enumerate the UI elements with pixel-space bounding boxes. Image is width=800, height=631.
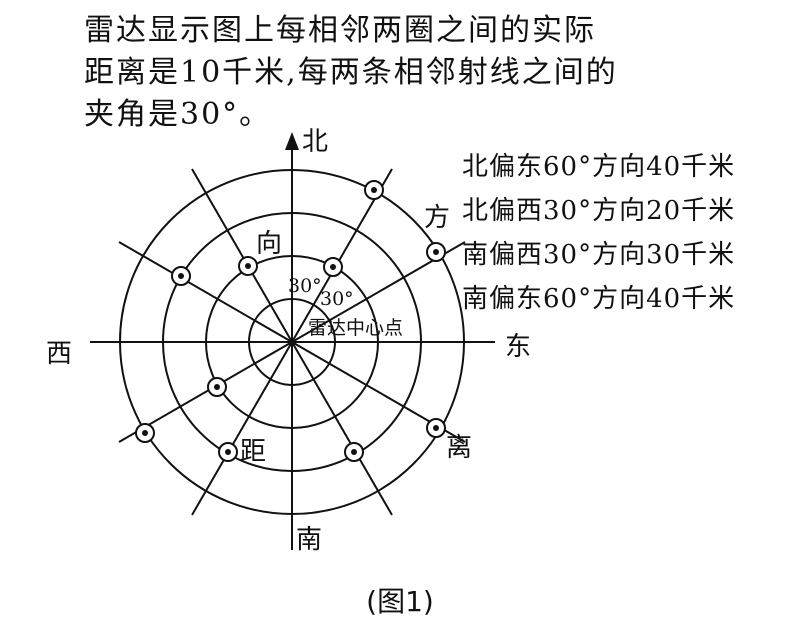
intro-line-2: 距离是10千米,每两条相邻射线之间的 — [84, 55, 618, 90]
north-arrow-icon — [285, 132, 299, 150]
legend: 北偏东60°方向40千米 北偏西30°方向20千米 南偏西30°方向30千米 南… — [462, 145, 735, 321]
angle-label-2: 30° — [320, 288, 354, 310]
target-marker — [323, 257, 343, 277]
figure-caption: (图1) — [366, 585, 434, 618]
word-ju: 距 — [240, 437, 266, 467]
target-marker — [207, 377, 227, 397]
target-marker — [171, 266, 191, 286]
legend-item-1: 北偏东60°方向40千米 — [462, 152, 736, 182]
legend-item-4: 南偏东60°方向40千米 — [462, 284, 736, 314]
target-marker — [426, 418, 446, 438]
target-marker — [344, 442, 364, 462]
intro-line-1: 雷达显示图上每相邻两圈之间的实际 — [84, 13, 596, 48]
target-marker — [426, 242, 446, 262]
word-li: 离 — [446, 433, 472, 463]
label-west: 西 — [46, 339, 72, 369]
label-east: 东 — [505, 332, 531, 362]
intro-line-3: 夹角是30°。 — [84, 97, 272, 132]
center-label: 雷达中心点 — [308, 317, 403, 339]
intro-text: 雷达显示图上每相邻两圈之间的实际 距离是10千米,每两条相邻射线之间的 夹角是3… — [84, 10, 618, 136]
target-marker — [135, 423, 155, 443]
targets — [135, 180, 446, 462]
label-north: 北 — [302, 127, 328, 157]
word-fang: 方 — [424, 203, 450, 233]
angle-label-1: 30° — [288, 275, 322, 297]
legend-item-3: 南偏西30°方向30千米 — [462, 240, 736, 270]
target-marker — [238, 256, 258, 276]
word-xiang: 向 — [256, 229, 282, 259]
target-marker — [364, 180, 384, 200]
label-south: 南 — [296, 525, 322, 555]
target-marker — [218, 442, 238, 462]
legend-item-2: 北偏西30°方向20千米 — [462, 196, 736, 226]
